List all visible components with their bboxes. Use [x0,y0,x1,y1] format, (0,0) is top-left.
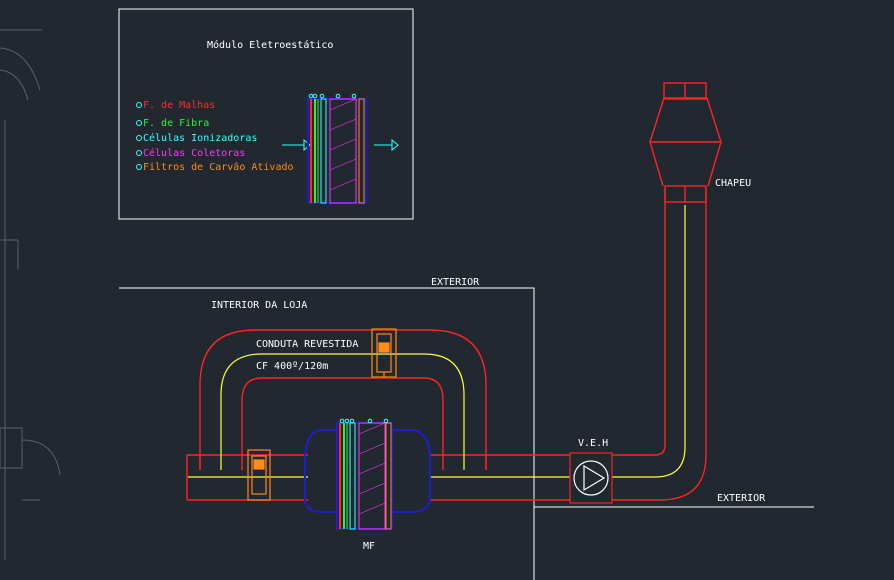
fan-upper-icon [371,328,397,378]
legend-bullet-icon [136,164,142,170]
legend-item-ionizing: Células Ionizadoras [143,132,257,144]
fan-spec-label: CF 400º/120m [256,361,328,372]
mf-filter-module [304,418,431,530]
module-title: Módulo Eletroestático [207,39,333,51]
exterior-label-top: EXTERIOR [431,277,480,288]
background-architecture [0,29,61,560]
legend-item-fiber: F. de Fibra [143,118,209,129]
veh-label: V.E.H [578,438,608,449]
duct-network [186,82,722,501]
legend-item-collector: Células Coletoras [143,147,245,159]
legend-filter-module [282,93,399,204]
legend-bullet-icon [136,135,142,141]
fan-lower-icon [247,449,271,501]
mf-label: MF [363,541,375,552]
legend-bullet-icon [136,120,142,126]
legend-list: F. de Malhas F. de Fibra Células Ionizad… [136,100,294,173]
exterior-label-right: EXTERIOR [717,493,766,504]
legend-box [118,8,414,220]
legend-item-mesh: F. de Malhas [143,100,215,111]
legend-bullet-icon [136,102,142,108]
duct-coated-label: CONDUTA REVESTIDA [256,339,358,350]
interior-label: INTERIOR DA LOJA [211,300,307,311]
legend-item-carbon: Filtros de Carvão Ativado [143,162,294,173]
legend-bullet-icon [136,150,142,156]
wall-lines [119,287,814,580]
chapeu-label: CHAPEU [715,178,751,189]
veh-fan-icon [569,452,613,504]
